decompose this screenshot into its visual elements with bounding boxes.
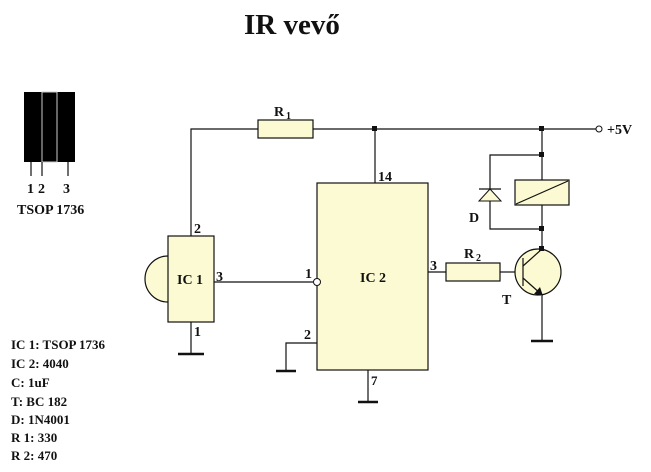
transistor-t: T (502, 248, 562, 343)
wire-ic1-to-r1 (190, 128, 258, 236)
ic2-pin-7-label: 7 (371, 373, 378, 388)
resistor-r2: R 2 (428, 247, 516, 282)
junction-dot (539, 152, 544, 157)
ic2-pin-2-label: 2 (304, 328, 311, 343)
r1-subscript: 1 (286, 111, 291, 122)
tsop-pin-label-2: 2 (38, 182, 45, 197)
supply-terminal (595, 125, 603, 133)
diode-triangle (477, 188, 503, 202)
diode-label: D (469, 211, 479, 226)
r2-subscript: 2 (476, 253, 481, 264)
relay-and-diode: D (469, 129, 570, 251)
parts-list-item: R 1: 330 (11, 430, 57, 445)
parts-list-item: IC 2: 4040 (11, 356, 69, 371)
ic1-pin-3-label: 3 (216, 270, 223, 285)
relay-coil-diagonal (515, 180, 569, 205)
ic1-pin-2-label: 2 (194, 222, 201, 237)
ic1-pin-1-label: 1 (194, 325, 201, 340)
ic2-clock-inverter-bubble (313, 278, 321, 286)
r1-label: R (274, 105, 285, 120)
tsop-pin-label-1: 1 (27, 182, 34, 197)
emitter-arrow-icon (534, 287, 543, 296)
ic2-pin-3-label: 3 (430, 259, 437, 274)
ic2-label: IC 2 (360, 271, 386, 286)
ic2-pin-1-label: 1 (305, 267, 312, 282)
ic2-reset-ground-wire (285, 342, 317, 371)
junction-dot (539, 126, 544, 131)
r2-body (445, 262, 501, 282)
supply-label: +5V (607, 123, 632, 138)
junction-dot (539, 226, 544, 231)
tsop-pin-label-3: 3 (63, 182, 70, 197)
parts-list-item: D: 1N4001 (11, 412, 70, 427)
ic2-body (316, 182, 429, 371)
r2-label: R (464, 247, 475, 262)
transistor-collector (522, 248, 543, 267)
junction-dot (372, 126, 377, 131)
parts-list-item: IC 1: TSOP 1736 (11, 337, 106, 352)
ic2-counter: IC 2 14 1 2 3 7 (276, 129, 437, 404)
tsop-lens-window (41, 91, 58, 163)
tsop-label: TSOP 1736 (17, 203, 84, 218)
ic1-receiver: IC 1 2 3 1 (144, 222, 223, 356)
parts-list-item: T: BC 182 (11, 394, 67, 409)
resistor-r1: R 1 (257, 105, 314, 139)
parts-list-item: R 2: 470 (11, 448, 57, 463)
transistor-body (514, 248, 562, 296)
supply-rail: +5V (190, 123, 632, 236)
r1-body (257, 119, 314, 139)
ic1-lens-dome (144, 255, 169, 303)
parts-list-item: C: 1uF (11, 375, 50, 390)
diagram-title: IR vevő (244, 9, 340, 41)
junction-dot (539, 246, 544, 251)
ic2-pin-14-label: 14 (378, 170, 392, 185)
ic1-label: IC 1 (177, 273, 203, 288)
transistor-label: T (502, 293, 512, 308)
parts-list: IC 1: TSOP 1736 IC 2: 4040 C: 1uF T: BC … (11, 337, 106, 463)
tsop-pinout: 1 2 3 TSOP 1736 (17, 91, 84, 218)
